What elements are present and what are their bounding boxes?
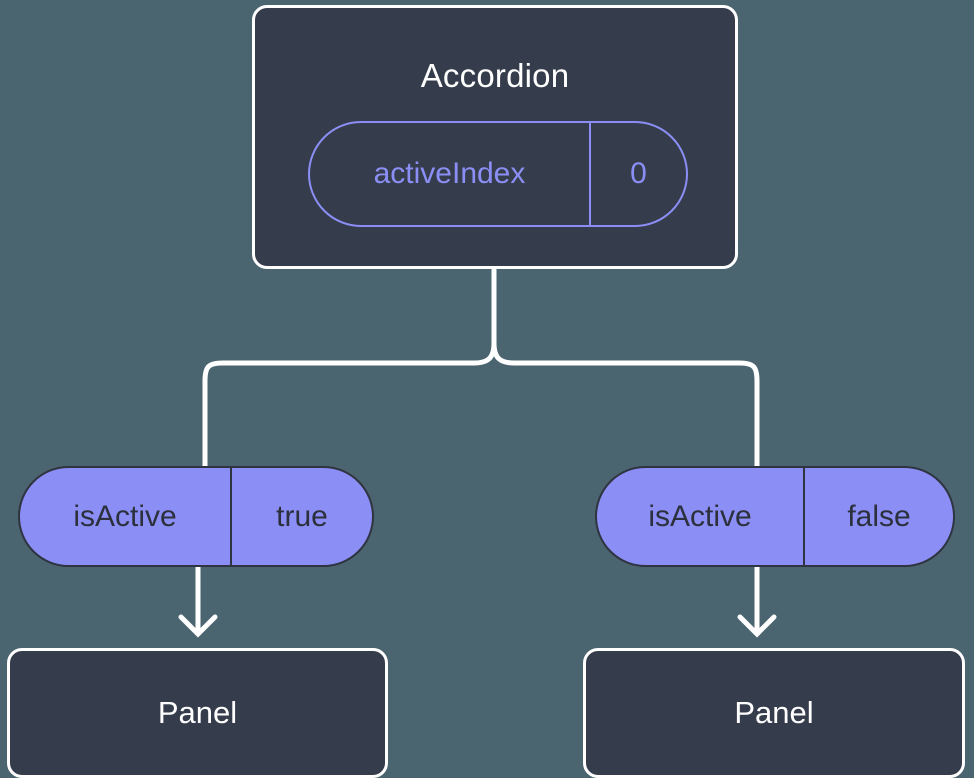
panel-node-right-title: Panel	[734, 695, 814, 730]
arrow-head-left-icon	[178, 614, 218, 638]
panel-node-right[interactable]: Panel	[583, 648, 965, 778]
prop-pill-is-active-true[interactable]: isActive true	[18, 466, 374, 567]
prop-pill-value-right: false	[847, 499, 911, 533]
prop-pill-key-right: isActive	[597, 468, 805, 565]
prop-pill-key-left: isActive	[20, 468, 232, 565]
panel-node-left[interactable]: Panel	[7, 648, 388, 778]
state-pill-key: activeIndex	[310, 123, 591, 225]
state-pill-value: 0	[630, 157, 647, 190]
prop-pill-is-active-false[interactable]: isActive false	[595, 466, 955, 567]
fork-wire-right	[491, 340, 760, 469]
arrow-head-right-icon	[737, 614, 777, 638]
accordion-node[interactable]: Accordion activeIndex 0	[252, 5, 738, 269]
prop-pill-value-left: true	[276, 499, 328, 533]
accordion-node-title: Accordion	[420, 57, 570, 94]
fork-wire-left	[202, 340, 497, 469]
panel-node-left-title: Panel	[157, 695, 238, 730]
state-pill-active-index[interactable]: activeIndex 0	[308, 121, 688, 227]
